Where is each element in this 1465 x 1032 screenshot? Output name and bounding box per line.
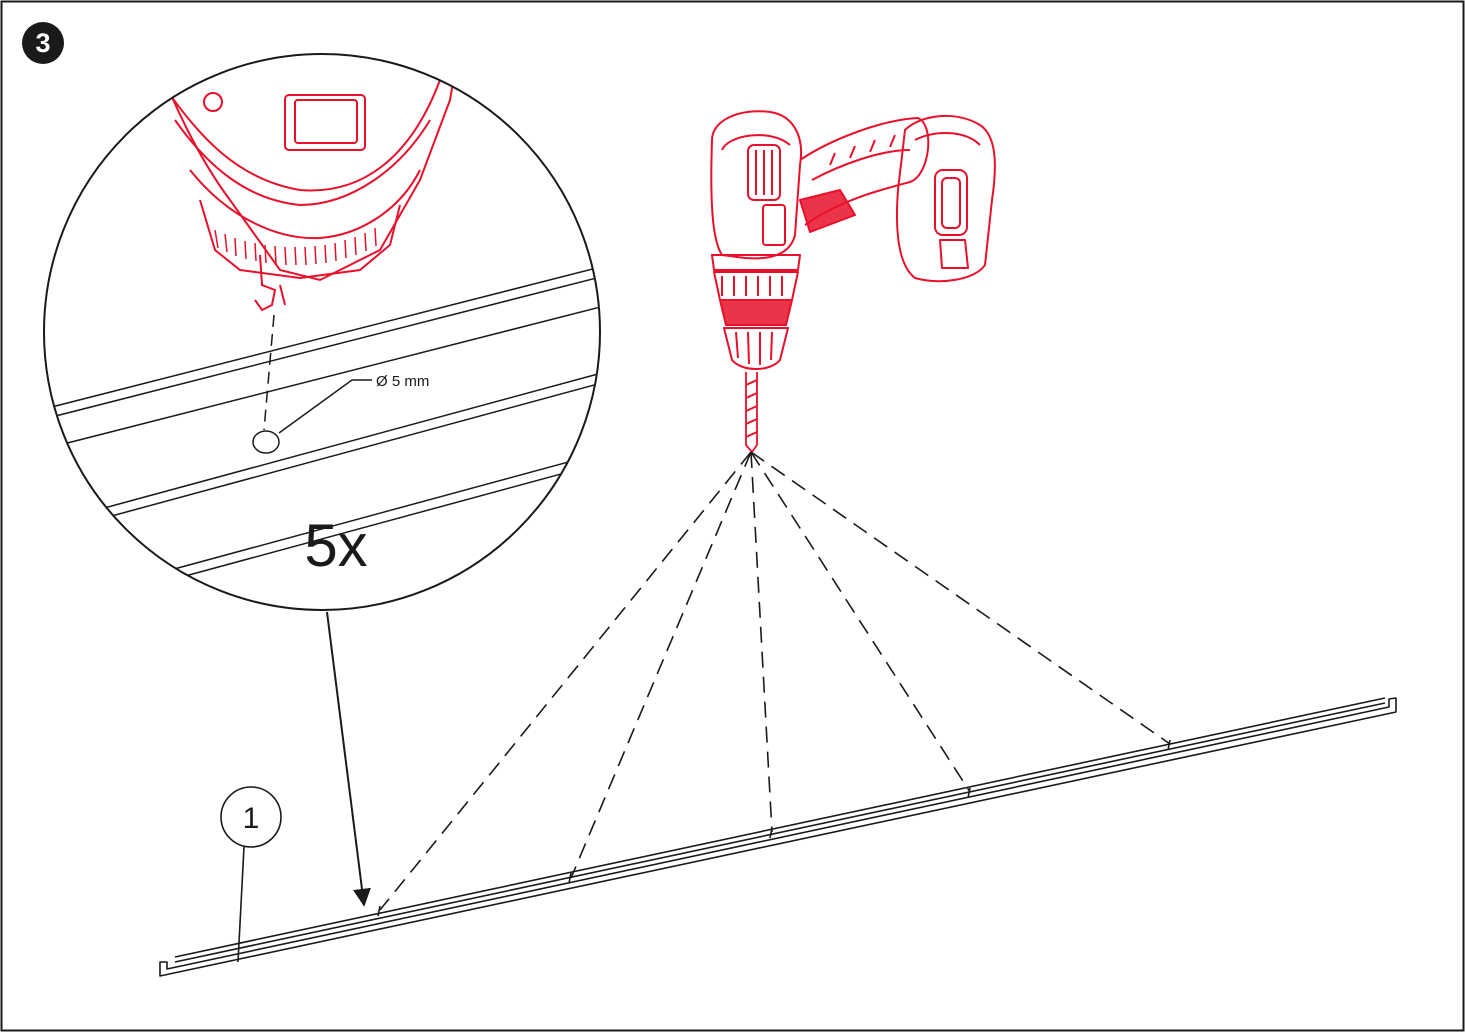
rail-hole-3 — [769, 827, 773, 839]
cordless-drill-icon — [710, 110, 996, 453]
guide-line-2 — [570, 451, 752, 879]
step-number: 3 — [35, 28, 51, 58]
rail-hole-4 — [967, 787, 971, 799]
hole-diameter-label: Ø 5 mm — [376, 373, 429, 390]
detail-drill-chuck — [149, 54, 461, 312]
hole-marker — [252, 430, 280, 454]
rail-hole-1 — [377, 905, 381, 917]
c-channel-rail-icon — [159, 697, 1397, 977]
part-callout-leader — [237, 846, 245, 963]
detail-axis-line — [263, 314, 275, 431]
hole-leader-line — [278, 379, 372, 434]
detail-pointer-arrow — [326, 611, 371, 907]
chuck-teeth — [214, 227, 377, 266]
rail-hole-5 — [1167, 739, 1171, 751]
part-callout-number: 1 — [243, 802, 260, 835]
guide-line-1 — [379, 451, 752, 911]
drill-guide-lines — [379, 451, 1171, 911]
guide-line-3 — [750, 451, 773, 833]
quantity-label: 5x — [304, 512, 367, 579]
part-callout: 1 — [220, 786, 282, 963]
rail-hole-2 — [568, 872, 572, 884]
part-callout-circle — [220, 786, 282, 848]
guide-line-5 — [750, 451, 1171, 745]
detail-magnifier: Ø 5 mm 5x — [43, 53, 601, 611]
step-badge: 3 — [22, 22, 64, 64]
guide-line-4 — [750, 451, 971, 793]
magnifier-outline — [43, 53, 601, 611]
